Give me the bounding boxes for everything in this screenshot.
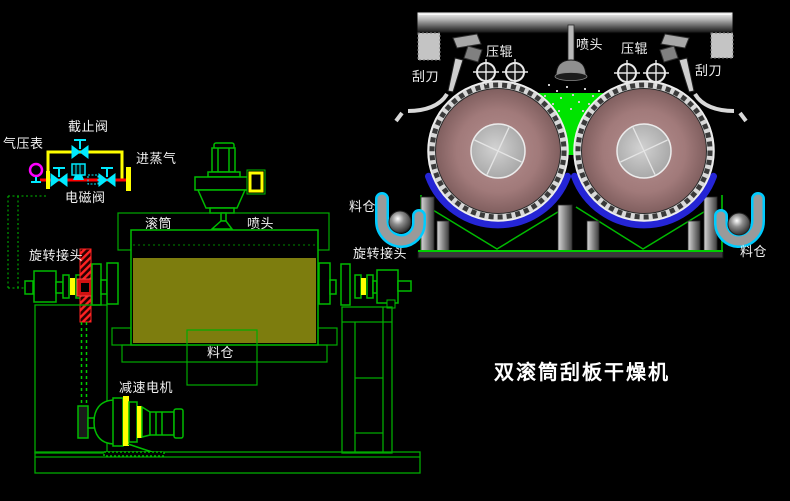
label-steam-inlet: 进蒸气 <box>136 151 177 167</box>
pipe-fitting <box>46 171 50 189</box>
hopper-right-illustration-icon <box>714 192 765 249</box>
label-solenoid-valve: 电磁阀 <box>65 191 106 206</box>
gear-motor-assembly <box>77 396 184 457</box>
left-drive-train <box>24 248 119 323</box>
press-roller-icon <box>614 60 640 86</box>
scraper-left-icon <box>394 33 483 123</box>
label-hopper-schematic: 料仓 <box>207 346 234 361</box>
spray-nozzle-schematic-icon <box>210 220 234 230</box>
solenoid-valve-icon <box>71 163 99 185</box>
support-pillars <box>420 196 718 253</box>
drum-right-coating <box>571 172 717 229</box>
steam-piping <box>7 139 131 289</box>
drum-material-fill <box>133 258 316 343</box>
top-beam <box>416 11 734 61</box>
label-drum: 滚筒 <box>145 216 172 232</box>
label-hopper-left-illustration: 料仓 <box>349 200 376 215</box>
base-frame <box>34 451 421 474</box>
feed-side-flange <box>248 171 264 193</box>
chain-sprocket <box>77 405 89 439</box>
valve-icon-right <box>98 167 116 187</box>
press-roller-icon <box>643 60 669 86</box>
left-pedestal <box>34 304 108 454</box>
illustration-machine: 刮刀 压辊 喷头 压辊 刮刀 料仓 料仓 <box>349 11 767 260</box>
drum-right <box>573 80 715 222</box>
rotary-joint-left-icon <box>33 270 57 303</box>
right-drive-train <box>318 262 412 309</box>
label-stop-valve: 截止阀 <box>68 120 109 135</box>
label-spray-nozzle-schematic: 喷头 <box>247 217 274 232</box>
feed-assembly <box>194 142 266 230</box>
feed-body <box>194 176 249 191</box>
bearing-block-right <box>340 263 351 306</box>
press-rollers <box>473 59 669 86</box>
gearbox-bell <box>93 399 116 445</box>
drum-cradle <box>417 195 724 259</box>
label-spray-nozzle-illustration: 喷头 <box>576 38 603 53</box>
right-pedestal <box>341 306 393 454</box>
steam-feed-lines <box>7 195 46 289</box>
beam-leg-right <box>710 32 734 59</box>
page-title: 双滚筒刮板干燥机 <box>494 360 670 384</box>
drum-left-coating <box>425 172 571 229</box>
label-rotary-joint-left: 旋转接头 <box>29 248 83 264</box>
press-roller-icon <box>473 59 499 85</box>
scraper-right-icon <box>659 33 748 123</box>
feed-motor <box>211 147 236 173</box>
drum-left <box>427 80 569 222</box>
spray-head-icon <box>544 24 600 112</box>
label-press-roller-left: 压辊 <box>486 45 513 60</box>
spray-droplets <box>544 84 600 112</box>
label-hopper-right-illustration: 料仓 <box>740 245 767 260</box>
label-scraper-right: 刮刀 <box>695 64 722 79</box>
pressure-gauge-icon <box>28 162 44 183</box>
label-press-roller-right: 压辊 <box>621 42 648 57</box>
valve-icon-left <box>50 167 68 187</box>
press-roller-icon <box>502 59 528 85</box>
bearing-block-left <box>91 263 102 306</box>
rotary-joint-right-icon <box>376 269 399 304</box>
steam-inlet-flange <box>126 167 131 191</box>
machine-frame <box>34 304 421 474</box>
drum-casing <box>111 212 338 386</box>
chain-drive <box>80 322 88 406</box>
label-pressure-gauge: 气压表 <box>3 136 44 152</box>
beam-leg-left <box>417 32 441 61</box>
label-rotary-joint-right: 旋转接头 <box>353 246 407 262</box>
feed-funnel <box>196 189 247 209</box>
base-plate <box>417 250 724 259</box>
schematic-machine: 气压表 截止阀 进蒸气 电磁阀 滚筒 喷头 旋转接头 旋转接头 料仓 减速电机 <box>3 120 421 474</box>
label-scraper-left: 刮刀 <box>412 70 439 85</box>
stop-valve-icon <box>71 139 89 159</box>
hopper-box <box>186 329 258 386</box>
hopper-left-illustration-icon <box>375 192 426 249</box>
label-gear-motor: 减速电机 <box>119 381 173 396</box>
